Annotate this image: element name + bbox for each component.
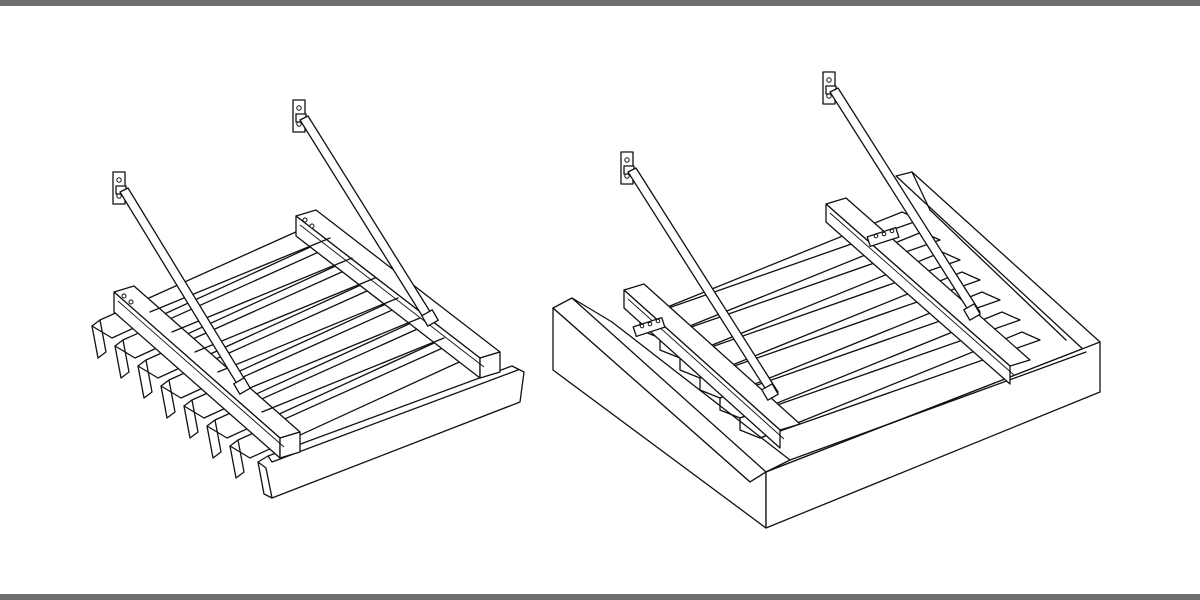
bottom-border: [0, 594, 1200, 600]
left-sunshade-assembly: [91, 99, 525, 499]
right-box-frame: [552, 171, 1101, 529]
left-tie-rods: [119, 115, 439, 395]
right-front-beam: [623, 283, 801, 449]
right-rear-beam: [825, 197, 1031, 385]
top-border: [0, 0, 1200, 6]
left-front-beam: [113, 285, 301, 459]
right-tie-rods: [627, 87, 981, 401]
right-sunshade-assembly: [552, 71, 1101, 529]
left-rear-beam: [295, 209, 501, 379]
